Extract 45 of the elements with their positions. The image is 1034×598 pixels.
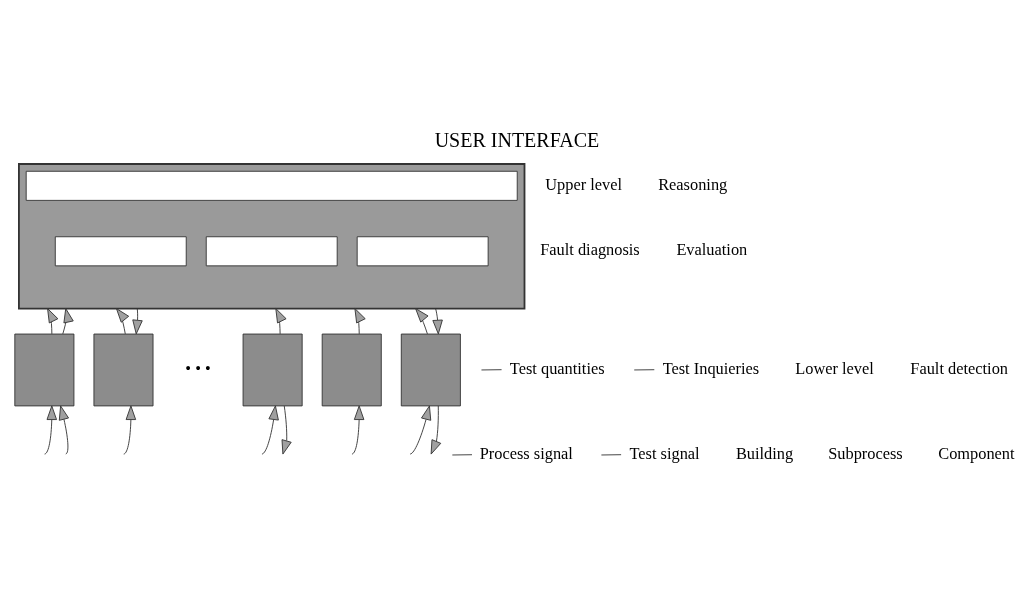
cluster [18,162,526,309]
arrow [409,404,432,455]
label: Evaluation [676,239,748,259]
arrow [430,404,442,455]
arrow [58,404,69,454]
node-box [93,333,154,406]
arrow [44,404,57,455]
arrow [116,307,130,334]
arrow [354,307,366,334]
arrow [275,307,287,334]
label: Upper level [545,174,622,194]
arrow [123,404,137,455]
arrow [432,307,443,334]
label: Building [735,443,794,463]
connector [600,453,622,455]
connector [451,453,473,455]
arrow [415,307,429,334]
node-box [356,235,489,266]
label: Fault detection [910,358,1008,378]
node-text: Test Inquieries [662,358,760,378]
node-box [242,333,303,406]
label: Lower level [795,358,874,378]
arrow [261,404,279,455]
node-text: Test signal [629,443,700,463]
arrow [47,307,59,334]
arrow [281,404,292,455]
node-text: Test quantities [509,358,605,378]
connector [481,368,503,370]
arrow [351,404,365,455]
label: Reasoning [658,174,728,194]
node-text: Process signal [479,443,573,463]
node-box [54,235,187,266]
label: Subprocess [828,443,903,463]
label: Component [938,443,1015,463]
node-box [25,170,518,201]
node-box [321,333,382,406]
label: Fault diagnosis [540,239,640,259]
node-box [205,235,338,266]
label: • • • [185,358,211,378]
diagram-title: USER INTERFACE [434,128,600,151]
arrow [62,307,74,334]
arrow [132,307,143,334]
connector [633,368,655,370]
node-box [400,333,461,406]
node-box [14,333,75,406]
